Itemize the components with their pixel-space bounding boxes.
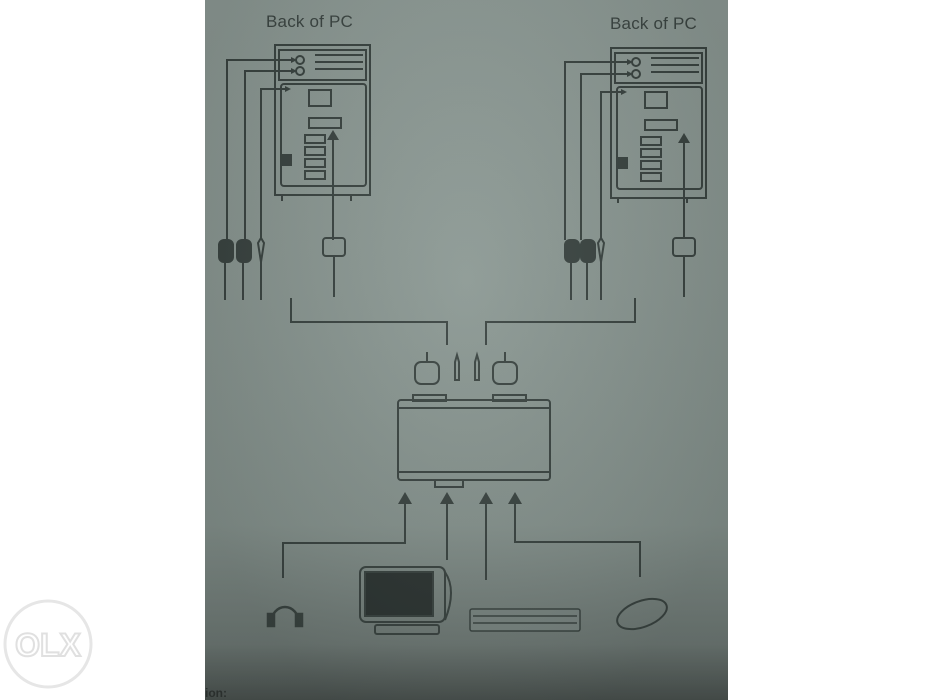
olx-watermark-icon: OLX <box>3 599 93 689</box>
pc-left-icon <box>274 44 371 201</box>
kvm-switch-icon <box>397 394 551 488</box>
svg-text:OLX: OLX <box>15 627 81 663</box>
pc-left-label: Back of PC <box>266 12 354 31</box>
diagram-photo: Back of PC Back of PC <box>205 0 728 700</box>
pc-right-icon <box>610 47 707 203</box>
kvm-input-connectors <box>414 351 518 385</box>
kvm-wiring-diagram <box>218 44 707 635</box>
footer-caption: ion: <box>205 686 227 700</box>
monitor-icon <box>359 566 452 635</box>
keyboard-icon <box>469 608 581 632</box>
pc-right-label: Back of PC <box>610 14 698 33</box>
mouse-icon <box>616 597 668 631</box>
